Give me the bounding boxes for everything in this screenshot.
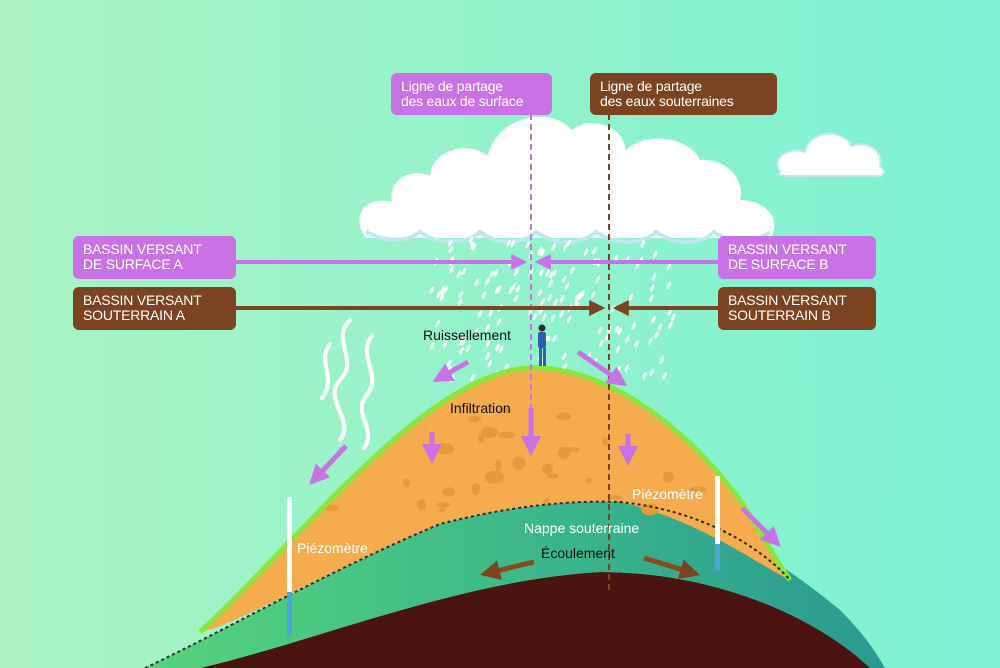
- basin-surface-b-line1: BASSIN VERSANT: [728, 241, 847, 257]
- aquifer-layer: [145, 501, 885, 668]
- basin-underground-b-line1: BASSIN VERSANT: [728, 292, 847, 308]
- arrow-icon: [480, 559, 535, 580]
- piezometer-left: [287, 497, 292, 636]
- surface-divide-label: Ligne de partage des eaux de surface: [391, 73, 552, 115]
- basin-surface-a-line1: BASSIN VERSANT: [83, 241, 202, 257]
- basin-surface-a-label: BASSIN VERSANT DE SURFACE A: [73, 236, 236, 279]
- flow-label: Écoulement: [541, 545, 615, 561]
- bedrock-layer: [200, 572, 870, 668]
- soil-pebbles: [324, 407, 707, 516]
- steam-icon: [320, 318, 375, 450]
- basin-surface-b-label: BASSIN VERSANT DE SURFACE B: [718, 236, 876, 279]
- piezometer-left-label: Piézomètre: [297, 540, 368, 556]
- surface-divide-line2: des eaux de surface: [401, 93, 524, 109]
- surface-divide-line1: Ligne de partage: [401, 78, 503, 94]
- basin-surface-a-line2: DE SURFACE A: [83, 256, 183, 272]
- groundwater-divide-line1: Ligne de partage: [600, 78, 702, 94]
- cloud-icon: [776, 132, 885, 178]
- water-table-line: [144, 500, 791, 668]
- piezometer-right-label: Piézomètre: [632, 486, 703, 502]
- piezometer-right: [715, 476, 720, 570]
- basin-underground-a-line1: BASSIN VERSANT: [83, 292, 202, 308]
- arrow-icon: [740, 506, 781, 547]
- arrow-icon: [309, 444, 348, 485]
- arrow-icon: [643, 555, 700, 579]
- arrow-icon: [432, 359, 470, 383]
- infiltration-label: Infiltration: [450, 400, 511, 416]
- basin-underground-b-line2: SOUTERRAIN B: [728, 307, 831, 323]
- aquifer-label: Nappe souterraine: [524, 520, 640, 536]
- runoff-label: Ruissellement: [423, 327, 511, 343]
- basin-underground-b-label: BASSIN VERSANT SOUTERRAIN B: [718, 287, 876, 330]
- basin-underground-a-line2: SOUTERRAIN A: [83, 307, 185, 323]
- basin-surface-b-line2: DE SURFACE B: [728, 256, 829, 272]
- soil-hill: [200, 367, 790, 632]
- basin-underground-a-label: BASSIN VERSANT SOUTERRAIN A: [73, 287, 236, 330]
- groundwater-divide-line2: des eaux souterraines: [600, 93, 734, 109]
- arrow-icon: [576, 349, 628, 387]
- groundwater-divide-label: Ligne de partage des eaux souterraines: [590, 73, 777, 115]
- person-icon: [538, 324, 550, 366]
